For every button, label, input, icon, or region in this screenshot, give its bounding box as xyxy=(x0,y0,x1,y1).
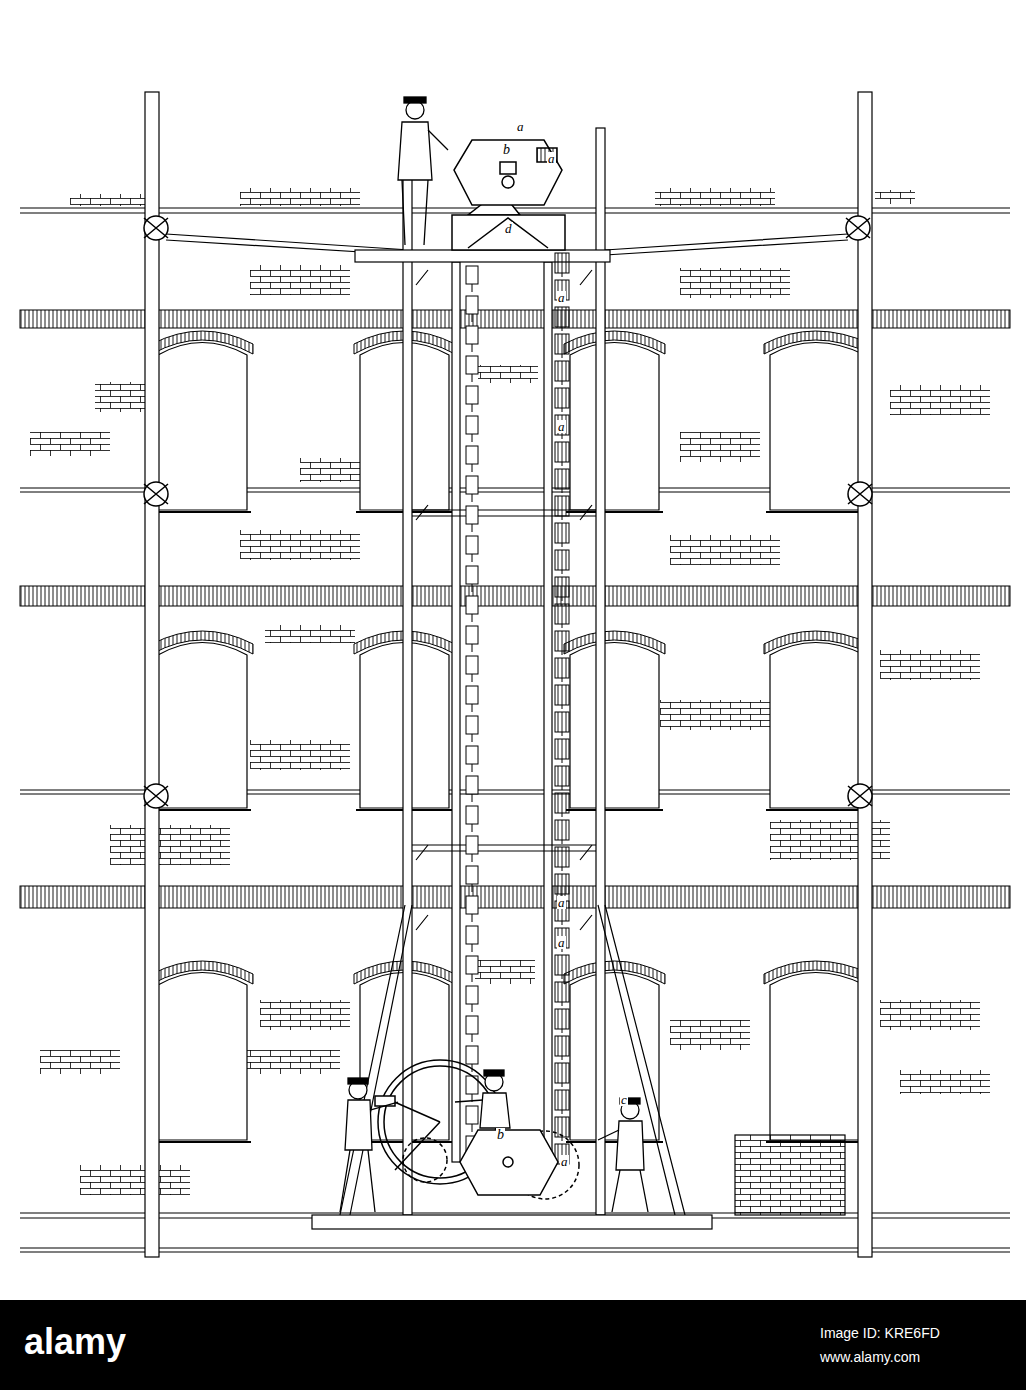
top-drum xyxy=(452,140,565,250)
part-letter: b xyxy=(496,1128,505,1142)
winch xyxy=(375,1060,579,1199)
part-letter: b xyxy=(502,143,511,157)
watermark-id: Image ID: KRE6FD xyxy=(820,1326,940,1341)
brick-stack xyxy=(735,1135,845,1215)
brick-chain xyxy=(553,250,573,1165)
scaffold-poles xyxy=(145,92,872,1257)
windows xyxy=(158,343,865,1141)
part-letter: c xyxy=(620,1093,628,1106)
part-letter: a xyxy=(557,936,566,949)
part-letter: a xyxy=(560,1155,569,1168)
part-letter: a xyxy=(547,152,556,165)
watermark-url: www.alamy.com xyxy=(820,1350,920,1365)
watermark-logo: alamy xyxy=(24,1322,126,1362)
watermark-bar xyxy=(0,1300,1026,1390)
window-sills xyxy=(154,512,869,1142)
brick-patches xyxy=(30,188,990,1195)
part-letter: a xyxy=(557,420,566,433)
part-letter: a xyxy=(557,896,566,909)
part-letter: a xyxy=(516,120,525,133)
scaffold-lashings xyxy=(144,216,872,808)
bucket-chain xyxy=(465,262,481,1162)
part-letter: a xyxy=(557,291,566,304)
window-arches xyxy=(152,331,871,984)
elevator-tower xyxy=(312,128,712,1229)
workers xyxy=(340,97,648,1212)
part-letter: d xyxy=(504,222,513,235)
